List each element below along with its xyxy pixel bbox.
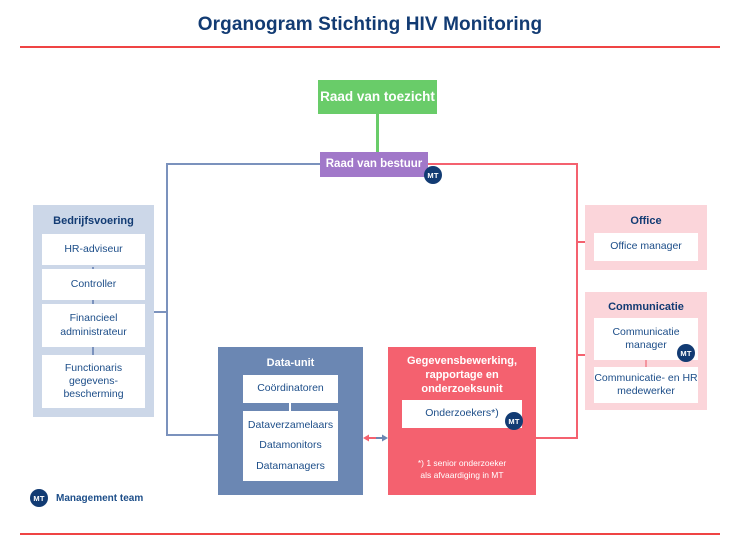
item-financieel-administrateur-label: Financieel administrateur [60, 312, 127, 338]
connector-to-communicatie [576, 354, 586, 356]
item-office-manager-label: Office manager [610, 240, 682, 253]
connector-right-vertical-trunk [576, 163, 578, 439]
connector-toezicht-bestuur [376, 113, 379, 153]
node-raad-van-bestuur[interactable]: Raad van bestuur [320, 152, 428, 177]
connector-to-dataunit [166, 434, 219, 436]
item-functionaris-gegevensbescherming[interactable]: Functionaris gegevens-bescherming [42, 355, 145, 408]
item-office-manager[interactable]: Office manager [594, 233, 698, 261]
legend: MT Management team [30, 489, 143, 507]
panel-communicatie: Communicatie Communicatie manager Commun… [585, 292, 707, 410]
panel-dataunit: Data-unit Coördinatoren Dataverzamelaars… [218, 347, 363, 495]
footnote-line-2: als afvaardiging in MT [420, 469, 504, 480]
legend-mt-badge-icon: MT [30, 489, 48, 507]
panel-dataunit-title: Data-unit [266, 357, 315, 369]
node-raad-van-toezicht[interactable]: Raad van toezicht [318, 80, 437, 114]
item-controller-label: Controller [70, 277, 117, 290]
item-datamanagers-label: Datamanagers [256, 460, 325, 473]
item-hr-adviseur-label: HR-adviseur [64, 242, 123, 255]
connector-to-gegevensunit [536, 437, 577, 439]
connector-to-bedrijfsvoering [154, 311, 167, 313]
panel-office-title: Office [630, 215, 662, 227]
panel-communicatie-title: Communicatie [608, 301, 684, 313]
item-communicatie-manager-label: Communicatie manager [612, 325, 680, 351]
footnote-line-1: *) 1 senior onderzoeker [417, 458, 507, 469]
connector-bestuur-left-horizontal [166, 163, 321, 165]
item-coordinatoren[interactable]: Coördinatoren [243, 375, 338, 403]
panel-office: Office Office manager [585, 205, 707, 270]
item-datamonitors-label: Datamonitors [259, 439, 322, 452]
item-dataverzamelaars-label: Dataverzamelaars [247, 418, 334, 431]
dataunit-internal-spine [289, 403, 291, 416]
item-controller[interactable]: Controller [42, 269, 145, 300]
item-hr-adviseur[interactable]: HR-adviseur [42, 234, 145, 265]
node-raad-van-toezicht-label: Raad van toezicht [320, 88, 435, 104]
communicatie-internal-spine [645, 360, 647, 372]
item-onderzoekers[interactable]: Onderzoekers*) [402, 400, 522, 428]
mt-badge-onderzoekers: MT [505, 412, 523, 430]
gegevensbewerking-footnote: *) 1 senior onderzoeker als afvaardiging… [394, 458, 530, 481]
item-data-roles-group[interactable]: Dataverzamelaars Datamonitors Datamanage… [243, 411, 338, 481]
item-coordinatoren-label: Coördinatoren [257, 382, 324, 395]
item-functionaris-gegevensbescherming-label: Functionaris gegevens-bescherming [63, 361, 124, 401]
panel-bedrijfsvoering-title: Bedrijfsvoering [53, 215, 134, 227]
item-communicatie-hr-medewerker[interactable]: Communicatie- en HR medewerker [594, 367, 698, 403]
connector-bestuur-right-horizontal [428, 163, 578, 165]
mt-badge-raad-van-bestuur: MT [424, 166, 442, 184]
legend-label: Management team [56, 492, 144, 504]
item-communicatie-hr-medewerker-label: Communicatie- en HR medewerker [594, 371, 698, 397]
item-onderzoekers-label: Onderzoekers*) [425, 407, 499, 420]
node-raad-van-bestuur-label: Raad van bestuur [325, 158, 423, 171]
panel-bedrijfsvoering: Bedrijfsvoering HR-adviseur Controller F… [33, 205, 154, 417]
header-divider-line [20, 46, 720, 48]
page-title: Organogram Stichting HIV Monitoring [197, 14, 543, 35]
connector-to-office [576, 241, 586, 243]
connector-left-vertical-trunk [166, 163, 168, 436]
panel-gegevensbewerking-title: Gegevensbewerking, rapportage en onderzo… [406, 355, 518, 395]
item-financieel-administrateur[interactable]: Financieel administrateur [42, 304, 145, 347]
footer-divider-line [20, 533, 720, 535]
mt-badge-communicatie-manager: MT [677, 344, 695, 362]
connector-dataunit-gegevensunit-arrow [363, 430, 388, 442]
